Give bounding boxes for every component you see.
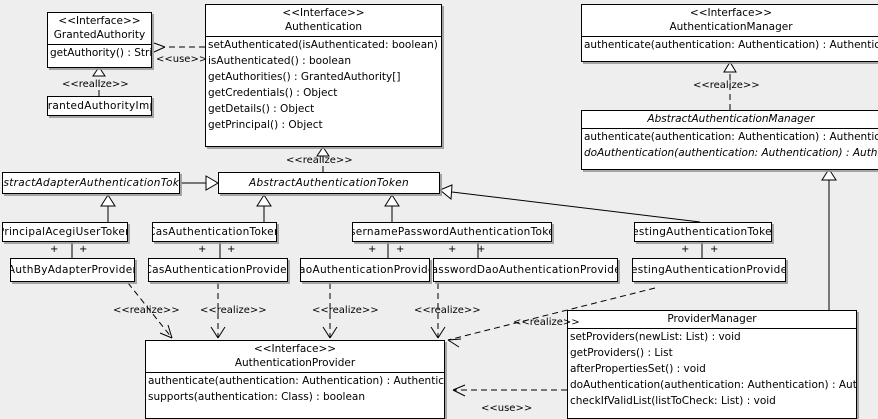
class-header: ProviderManager <box>568 311 856 328</box>
association-multiplicity-marker: + <box>198 244 207 255</box>
association-multiplicity-marker: + <box>396 244 405 255</box>
class-name: CasAuthenticationToken <box>152 225 277 238</box>
class-header: <<Interface>> Authentication <box>206 5 441 36</box>
member-row: setProviders(newList: List) : void <box>570 331 741 343</box>
edge-label-realize-testing-authentication-provider: <<realize>> <box>513 317 580 328</box>
class-provider-manager[interactable]: ProviderManager setProviders(newList: Li… <box>567 310 857 419</box>
class-principal-acegi-user-token[interactable]: PrincipalAcegiUserToken <box>2 222 128 242</box>
section-divider <box>582 128 878 129</box>
members-compartment: setProviders(newList: List) : void getPr… <box>568 329 856 409</box>
edge-label-realize-abstract-authentication-token: <<realize>> <box>286 155 353 166</box>
association-multiplicity-marker: + <box>50 244 59 255</box>
edge-label-use-granted-authority: <<use>> <box>156 54 208 65</box>
class-name: AbstractAuthenticationManager <box>647 113 815 125</box>
members-compartment: setAuthenticated(isAuthenticated: boolea… <box>206 37 441 133</box>
class-abstract-authentication-token[interactable]: AbstractAuthenticationToken <box>218 172 440 194</box>
member-row: authenticate(authentication: Authenticat… <box>584 39 878 51</box>
class-abstract-authentication-manager[interactable]: AbstractAuthenticationManager authentica… <box>581 110 878 170</box>
association-multiplicity-marker: + <box>710 244 719 255</box>
member-row: doAuthentication(authentication: Authent… <box>570 379 857 391</box>
class-name: PasswordDaoAuthenticationProvider <box>433 263 618 276</box>
class-name: DaoAuthenticationProvider <box>300 263 429 276</box>
class-granted-authority[interactable]: <<Interface>> GrantedAuthority getAuthor… <box>47 12 152 68</box>
edge-label-realize-dao-authentication-provider: <<realize>> <box>312 305 379 316</box>
class-cas-authentication-token[interactable]: CasAuthenticationToken <box>152 222 277 242</box>
class-name: AbstractAdapterAuthenticationToken <box>3 176 180 189</box>
member-row: isAuthenticated() : boolean <box>208 55 351 67</box>
edge-label-realize-granted-authority-impl: <<realize>> <box>62 79 129 90</box>
member-row: getDetails() : Object <box>208 103 315 115</box>
class-name: AuthByAdapterProvider <box>10 263 135 276</box>
class-authentication-manager[interactable]: <<Interface>> AuthenticationManager auth… <box>581 4 878 62</box>
class-dao-authentication-provider[interactable]: DaoAuthenticationProvider <box>300 258 430 282</box>
section-divider <box>582 36 878 37</box>
edge-label-realize-abstract-authentication-manager: <<realize>> <box>693 80 760 91</box>
stereotype-label: <<Interface>> <box>689 7 773 19</box>
stereotype-label: <<Interface>> <box>58 15 141 27</box>
member-row: getPrincipal() : Object <box>208 119 323 131</box>
association-multiplicity-marker: + <box>79 244 88 255</box>
section-divider <box>206 36 441 37</box>
member-row: doAuthentication(authentication: Authent… <box>584 147 878 159</box>
association-multiplicity-marker: + <box>448 244 457 255</box>
class-authentication[interactable]: <<Interface>> Authentication setAuthenti… <box>205 4 442 147</box>
class-name: Authentication <box>284 21 363 33</box>
stereotype-label: <<Interface>> <box>282 7 365 19</box>
member-row: getCredentials() : Object <box>208 87 338 99</box>
class-username-password-authentication-token[interactable]: UsernamePasswordAuthenticationToken <box>352 222 552 242</box>
class-testing-authentication-provider[interactable]: TestingAuthenticationProvider <box>632 258 786 282</box>
member-row: getAuthorities() : GrantedAuthority[] <box>208 71 401 83</box>
members-compartment: authenticate(authentication: Authenticat… <box>582 37 878 53</box>
edge-label-realize-password-dao-authentication-provider: <<realize>> <box>414 305 481 316</box>
stereotype-label: <<Interface>> <box>253 343 337 355</box>
member-row: afterPropertiesSet() : void <box>570 363 706 375</box>
association-multiplicity-marker: + <box>227 244 236 255</box>
class-header: AbstractAuthenticationManager <box>582 111 878 128</box>
edge-label-use-provider-manager: <<use>> <box>481 403 533 414</box>
association-multiplicity-marker: + <box>477 244 486 255</box>
class-name: CasAuthenticationProvider <box>148 263 288 276</box>
member-row: getProviders() : List <box>570 347 673 359</box>
members-compartment: authenticate(authentication: Authenticat… <box>582 129 878 161</box>
section-divider <box>146 372 444 373</box>
class-name: AbstractAuthenticationToken <box>249 176 409 189</box>
members-compartment: getAuthority() : String <box>48 45 151 61</box>
class-name: GrantedAuthorityImpl <box>47 99 151 112</box>
section-divider <box>568 328 856 329</box>
class-name: AuthenticationProvider <box>234 357 356 369</box>
member-row: authenticate(authentication: Authenticat… <box>584 131 878 143</box>
association-multiplicity-marker: + <box>368 244 377 255</box>
section-divider <box>48 44 151 45</box>
class-auth-by-adapter-provider[interactable]: AuthByAdapterProvider <box>10 258 135 282</box>
class-granted-authority-impl[interactable]: GrantedAuthorityImpl <box>47 96 152 116</box>
class-name: PrincipalAcegiUserToken <box>2 225 128 238</box>
class-testing-authentication-token[interactable]: TestingAuthenticationToken <box>634 222 772 242</box>
edge-label-realize-cas-authentication-provider: <<realize>> <box>200 305 267 316</box>
class-name: TestingAuthenticationToken <box>634 225 772 238</box>
class-password-dao-authentication-provider[interactable]: PasswordDaoAuthenticationProvider <box>433 258 618 282</box>
class-name: UsernamePasswordAuthenticationToken <box>352 225 552 238</box>
class-header: <<Interface>> GrantedAuthority <box>48 13 151 44</box>
association-multiplicity-marker: + <box>681 244 690 255</box>
member-row: setAuthenticated(isAuthenticated: boolea… <box>208 39 441 51</box>
class-header: <<Interface>> AuthenticationManager <box>582 5 878 36</box>
class-name: AuthenticationManager <box>669 21 793 33</box>
class-cas-authentication-provider[interactable]: CasAuthenticationProvider <box>148 258 288 282</box>
member-row: authenticate(authentication: Authenticat… <box>148 375 445 387</box>
member-row: checkIfValidList(listToCheck: List) : vo… <box>570 395 776 407</box>
class-header: <<Interface>> AuthenticationProvider <box>146 341 444 372</box>
class-authentication-provider[interactable]: <<Interface>> AuthenticationProvider aut… <box>145 340 445 419</box>
edge-label-realize-auth-by-adapter-provider: <<realize>> <box>113 305 180 316</box>
member-row: supports(authentication: Class) : boolea… <box>148 391 365 403</box>
class-abstract-adapter-authentication-token[interactable]: AbstractAdapterAuthenticationToken <box>2 172 180 194</box>
members-compartment: authenticate(authentication: Authenticat… <box>146 373 444 405</box>
class-name: GrantedAuthority <box>53 29 146 41</box>
class-name: TestingAuthenticationProvider <box>632 263 786 276</box>
class-name: ProviderManager <box>667 313 757 325</box>
member-row: getAuthority() : String <box>50 47 152 59</box>
